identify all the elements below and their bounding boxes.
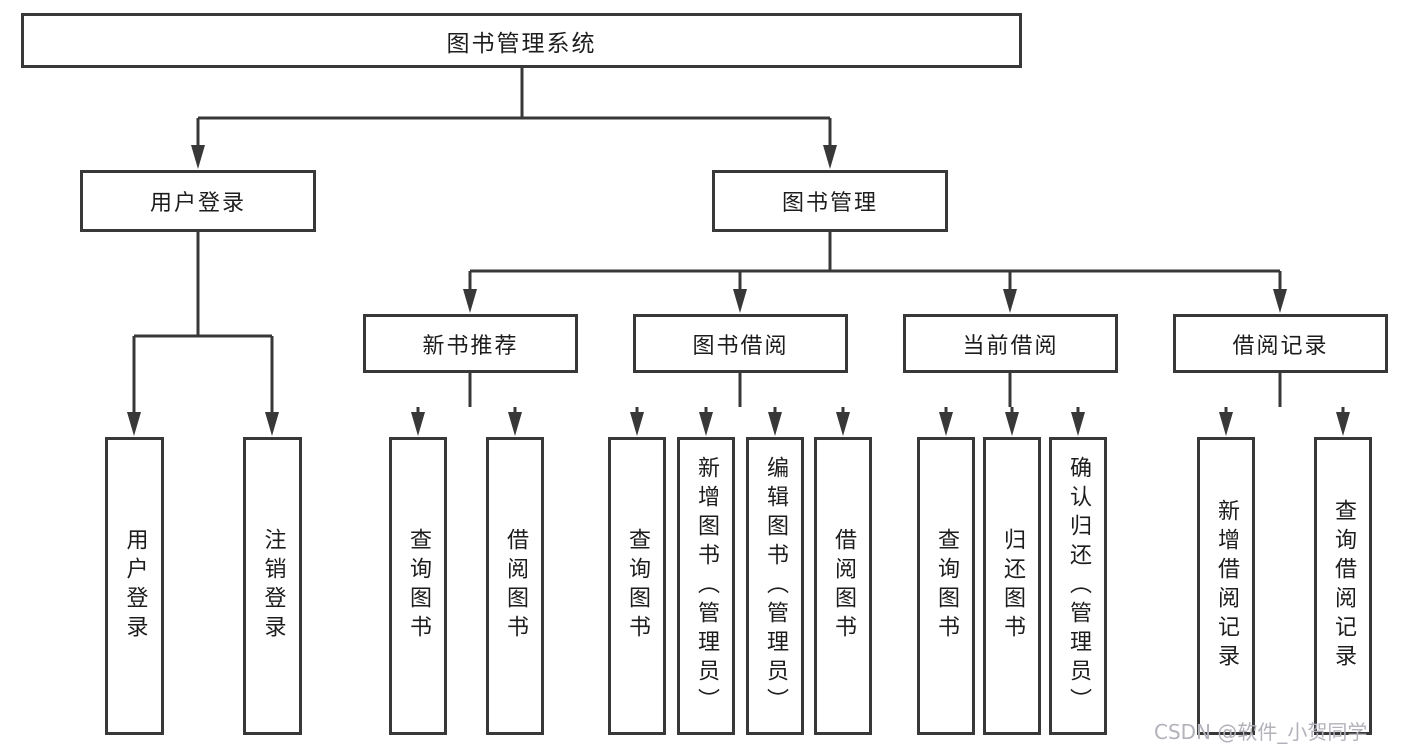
node-leaf-borrow-books-borrowing: 借阅图书 bbox=[814, 437, 872, 735]
node-label: 归还图书 bbox=[1000, 528, 1025, 644]
node-borrowing-records: 借阅记录 bbox=[1173, 314, 1388, 373]
node-leaf-return-book: 归还图书 bbox=[983, 437, 1041, 735]
node-label: 图书借阅 bbox=[692, 333, 789, 359]
node-book-management: 图书管理 bbox=[712, 170, 948, 232]
node-label: 当前借阅 bbox=[962, 333, 1059, 359]
node-leaf-query-books-current: 查询图书 bbox=[917, 437, 975, 735]
node-label: 借阅图书 bbox=[831, 528, 856, 644]
node-label: 查询借阅记录 bbox=[1331, 499, 1356, 673]
node-leaf-confirm-return-admin: 确认归还（管理员） bbox=[1049, 437, 1107, 735]
node-leaf-edit-book-admin: 编辑图书（管理员） bbox=[746, 437, 804, 735]
node-leaf-logout: 注销登录 bbox=[243, 437, 302, 735]
node-label: 新增图书（管理员） bbox=[694, 455, 719, 717]
node-book-borrowing: 图书借阅 bbox=[633, 314, 848, 373]
node-new-book-recommend: 新书推荐 bbox=[363, 314, 578, 373]
node-label: 用户登录 bbox=[122, 528, 148, 644]
node-label: 注销登录 bbox=[260, 528, 286, 644]
node-label: 用户登录 bbox=[149, 191, 246, 216]
csdn-watermark: CSDN @软件_小贺同学 bbox=[1154, 720, 1368, 744]
node-leaf-query-books-borrowing: 查询图书 bbox=[608, 437, 666, 735]
node-user-login: 用户登录 bbox=[80, 170, 316, 232]
node-leaf-add-book-admin: 新增图书（管理员） bbox=[677, 437, 735, 735]
node-label: 新增借阅记录 bbox=[1214, 499, 1239, 673]
node-label: 查询图书 bbox=[934, 528, 959, 644]
node-leaf-query-books-recommend: 查询图书 bbox=[389, 437, 447, 735]
node-label: 查询图书 bbox=[625, 528, 650, 644]
node-label: 图书管理系统 bbox=[446, 30, 597, 57]
node-library-management-system: 图书管理系统 bbox=[21, 13, 1022, 68]
node-label: 图书管理 bbox=[781, 191, 878, 216]
node-current-borrowing: 当前借阅 bbox=[903, 314, 1118, 373]
node-leaf-query-borrow-record: 查询借阅记录 bbox=[1314, 437, 1372, 735]
node-leaf-borrow-books-recommend: 借阅图书 bbox=[486, 437, 544, 735]
node-label: 借阅图书 bbox=[503, 528, 528, 644]
node-label: 新书推荐 bbox=[422, 333, 519, 359]
node-label: 编辑图书（管理员） bbox=[763, 455, 788, 717]
node-leaf-add-borrow-record: 新增借阅记录 bbox=[1197, 437, 1255, 735]
node-label: 借阅记录 bbox=[1232, 333, 1329, 359]
node-leaf-user-login: 用户登录 bbox=[105, 437, 164, 735]
node-label: 查询图书 bbox=[406, 528, 431, 644]
node-label: 确认归还（管理员） bbox=[1066, 455, 1091, 717]
